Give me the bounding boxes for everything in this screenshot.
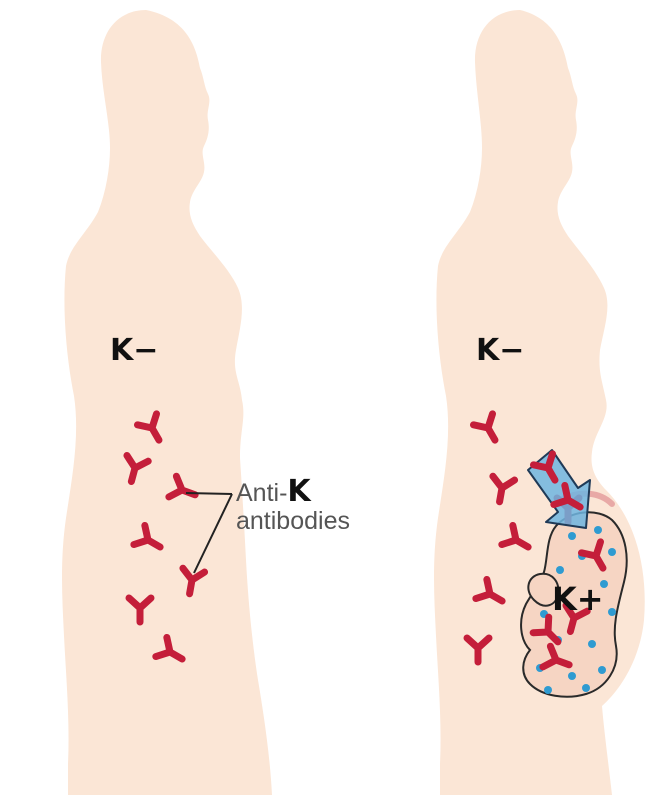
anti-k-annotation: Anti-K antibodies: [236, 478, 350, 535]
fetal-cell-icon: [568, 532, 576, 540]
fetal-cell-icon: [608, 548, 616, 556]
fetal-cell-icon: [582, 684, 590, 692]
left-k-negative-label: K−: [110, 336, 158, 366]
right-k-negative-label: K−: [476, 336, 524, 366]
antibodies-text: antibodies: [236, 507, 350, 535]
fetal-cell-icon: [594, 526, 602, 534]
left-body-silhouette: [62, 10, 272, 795]
anti-k-letter: K: [287, 474, 310, 509]
fetal-cell-icon: [544, 686, 552, 694]
fetal-cell-icon: [598, 666, 606, 674]
anti-prefix: Anti-: [236, 479, 287, 507]
fetal-cell-icon: [588, 640, 596, 648]
fetal-cell-icon: [568, 672, 576, 680]
fetal-cell-icon: [608, 608, 616, 616]
fetal-cell-icon: [556, 566, 564, 574]
fetus-k-positive-label: K+: [552, 584, 604, 614]
